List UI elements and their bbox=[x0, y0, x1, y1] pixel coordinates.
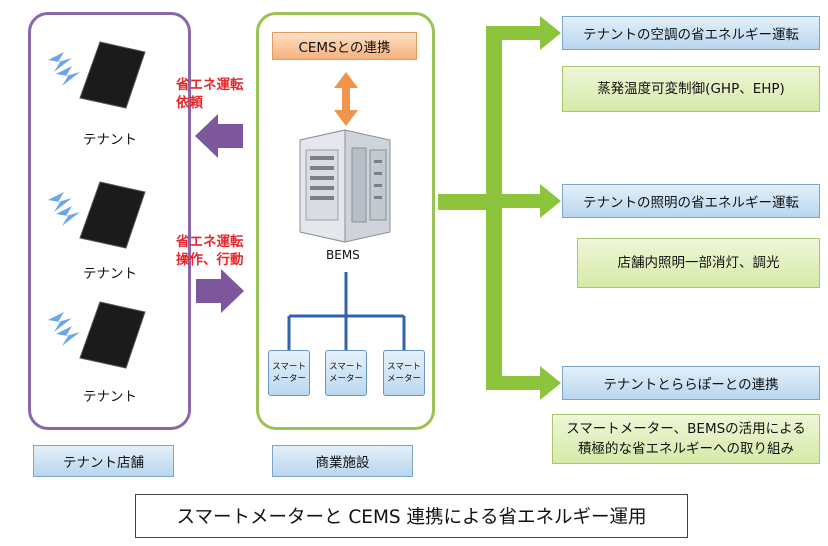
lightning-icon bbox=[56, 66, 80, 86]
request-text-line-2: 依頼 bbox=[176, 95, 203, 111]
figure-caption: スマートメーターと CEMS 連携による省エネルギー運用 bbox=[135, 494, 688, 538]
smart-meter-line-2: メーター bbox=[271, 374, 306, 384]
tenant-device-icon bbox=[79, 301, 146, 369]
smart-meter-3: スマートメーター bbox=[383, 350, 425, 396]
purple-arrow-right bbox=[196, 269, 244, 313]
green-arrow-stem bbox=[438, 194, 494, 210]
action-text-line-2: 操作、行動 bbox=[176, 252, 244, 268]
green-arrow-branch-top bbox=[486, 26, 542, 40]
tenant-store-panel bbox=[28, 12, 191, 430]
green-branch-arrows bbox=[438, 16, 561, 400]
cems-link-box: CEMSとの連携 bbox=[272, 32, 417, 60]
smart-meter-line-1: スマート bbox=[272, 362, 306, 372]
green-arrow-branch-middle bbox=[486, 194, 542, 208]
lighting-heading: テナントの照明の省エネルギー運転 bbox=[562, 184, 820, 218]
lightning-icon bbox=[48, 312, 72, 332]
tenant-device-icon bbox=[79, 181, 146, 249]
orange-double-arrow bbox=[334, 72, 358, 126]
lalaport-detail: スマートメーター、BEMSの活用による 積極的な省エネルギーへの取り組み bbox=[552, 414, 820, 464]
smart-meter-line-1: スマート bbox=[329, 362, 363, 372]
lighting-detail: 店舗内照明一部消灯、調光 bbox=[577, 238, 820, 288]
lightning-icon bbox=[56, 206, 80, 226]
commercial-facility-footer: 商業施設 bbox=[272, 445, 413, 477]
smart-meter-line-2: メーター bbox=[328, 374, 363, 384]
bems-server-icon bbox=[299, 129, 391, 243]
commercial-facility-panel bbox=[256, 12, 435, 430]
blue-tree-lines bbox=[287, 272, 406, 350]
tenant-label-3: テナント bbox=[83, 389, 137, 405]
lightning-icon bbox=[56, 326, 80, 346]
lalaport-detail-line-2: 積極的な省エネルギーへの取り組み bbox=[577, 441, 794, 457]
green-arrowhead-middle bbox=[540, 184, 561, 218]
tenant-label-2: テナント bbox=[83, 266, 137, 282]
green-arrowhead-top bbox=[540, 16, 561, 50]
request-text-line-1: 省エネ運転 bbox=[176, 77, 244, 93]
bems-label: BEMS bbox=[326, 248, 360, 262]
action-text-line-1: 省エネ運転 bbox=[176, 234, 244, 250]
green-arrow-branch-bottom bbox=[486, 376, 542, 390]
smart-meter-2: スマートメーター bbox=[325, 350, 367, 396]
hvac-heading: テナントの空調の省エネルギー運転 bbox=[562, 16, 820, 50]
smart-meter-line-1: スマート bbox=[387, 362, 421, 372]
smart-meter-1: スマートメーター bbox=[268, 350, 310, 396]
energy-saving-action-text: 省エネ運転 操作、行動 bbox=[176, 233, 244, 269]
tenant-store-footer: テナント店舗 bbox=[33, 445, 174, 477]
tenant-label-1: テナント bbox=[83, 132, 137, 148]
lalaport-detail-line-1: スマートメーター、BEMSの活用による bbox=[566, 421, 806, 437]
lightning-icon bbox=[48, 52, 72, 72]
tenant-illustrations bbox=[48, 41, 146, 369]
energy-saving-request-text: 省エネ運転 依頼 bbox=[176, 76, 244, 112]
smart-meter-line-2: メーター bbox=[386, 374, 421, 384]
purple-arrow-left bbox=[195, 114, 243, 158]
lightning-icon bbox=[48, 192, 72, 212]
lalaport-heading: テナントとららぽーとの連携 bbox=[562, 366, 820, 400]
green-arrowhead-bottom bbox=[540, 366, 561, 400]
tenant-device-icon bbox=[79, 41, 146, 109]
hvac-detail: 蒸発温度可変制御(GHP、EHP) bbox=[562, 66, 820, 112]
